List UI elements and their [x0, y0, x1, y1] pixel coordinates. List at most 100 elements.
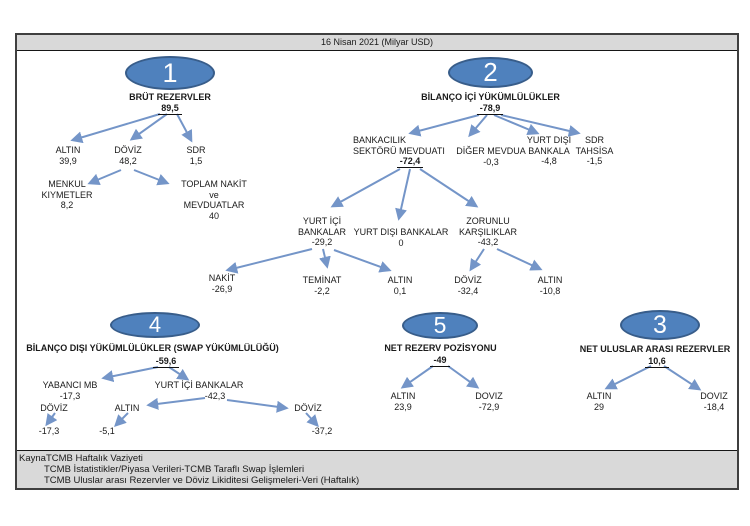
- footer-line-2: TCMB İstatistikler/Piyasa Verileri-TCMB …: [44, 464, 305, 475]
- node-number-2: 2: [448, 57, 533, 88]
- section2-value: -78,9: [455, 103, 525, 115]
- node-label: YURT DIŞI BANKALA: [526, 135, 572, 156]
- node-value: 1,5: [189, 155, 203, 166]
- node-label: SDR: [186, 145, 206, 155]
- node-value: 23,9: [394, 401, 412, 412]
- node-s4-yurt-ici-bankalar-value: -42,3: [204, 391, 226, 401]
- section3-value-text: 10,6: [645, 356, 669, 368]
- node-value: 0: [398, 237, 404, 248]
- node-value: -72,4: [396, 156, 424, 168]
- node-label: NAKİT: [208, 273, 236, 283]
- node-value: 0,1: [393, 285, 407, 296]
- node-number-1: 1: [125, 56, 215, 90]
- node-label: ALTIN: [537, 275, 563, 285]
- report-date-title: 16 Nisan 2021 (Milyar USD): [320, 37, 434, 47]
- node-s2-teminat: TEMİNAT-2,2: [296, 275, 348, 296]
- section5-value-text: -49: [430, 355, 450, 367]
- node-label: TOPLAM NAKİT ve MEVDUATLAR: [181, 179, 247, 210]
- node-value: -0,3: [483, 156, 499, 167]
- node-number-4: 4: [110, 312, 200, 338]
- section3-title: NET ULUSLAR ARASI REZERVLER: [579, 344, 731, 354]
- node-number-5-text: 5: [433, 312, 447, 338]
- node-s4-doviz-sag-value: -37,2: [311, 426, 333, 436]
- node-number-2-text: 2: [483, 57, 498, 87]
- section1-value: 89,5: [135, 103, 205, 115]
- node-label: YURT DIŞI BANKALAR: [353, 227, 449, 237]
- section5-title: NET REZERV POZİSYONU: [384, 343, 497, 353]
- node-label: TEMİNAT: [302, 275, 342, 285]
- node-value: 39,9: [59, 155, 77, 166]
- section1-value-text: 89,5: [158, 103, 182, 115]
- node-label: DOVIZ: [475, 391, 503, 401]
- footer-line-1: KaynaTCMB Haftalık Vaziyeti: [19, 453, 143, 464]
- node-s4-doviz-sol-value: -17,3: [38, 426, 60, 436]
- node-s2-nakit: NAKİT-26,9: [197, 273, 247, 294]
- node-s4-yurt-ici-bankalar-label: YURT İÇİ BANKALAR: [154, 380, 244, 390]
- node-label: YURT İÇİ BANKALAR: [297, 216, 347, 237]
- node-number-3: 3: [620, 310, 700, 340]
- node-s4-doviz-sol-label: DÖVİZ: [40, 403, 68, 413]
- node-value: -10,8: [539, 285, 561, 296]
- node-label: ALTIN: [586, 391, 612, 401]
- node-s5-doviz: DOVIZ-72,9: [464, 391, 514, 412]
- node-label: DÖVİZ: [114, 145, 142, 155]
- node-value: -29,2: [311, 237, 333, 247]
- node-s3-doviz: DOVIZ-18,4: [689, 391, 739, 412]
- footer-line-3: TCMB Uluslar arası Rezervler ve Döviz Li…: [44, 475, 360, 486]
- node-number-4-text: 4: [148, 312, 162, 337]
- section4-value: -59,6: [131, 356, 201, 368]
- node-value: -32,4: [457, 285, 479, 296]
- node-value: -26,9: [211, 283, 233, 294]
- section3-value: 10,6: [622, 356, 692, 368]
- node-s2-zorunlu-karsiliklar: ZORUNLU KARŞILIKLAR-43,2: [452, 216, 524, 248]
- node-s2-diger-mevduat: DİĞER MEVDUA-0,3: [450, 146, 532, 167]
- node-label: ALTIN: [387, 275, 413, 285]
- node-s4-altin-value: -5,1: [99, 426, 115, 436]
- node-value: -72,9: [478, 401, 500, 412]
- node-s4-yabanci-mb: YABANCI MB-17,3: [33, 380, 107, 401]
- node-label: ALTIN: [390, 391, 416, 401]
- section2-title: BİLANÇO İÇİ YÜKÜMLÜLÜKLER: [421, 92, 560, 102]
- node-value: 40: [208, 210, 219, 221]
- node-label: DÖVİZ: [454, 275, 482, 285]
- node-label: ALTIN: [55, 145, 81, 155]
- node-s4-doviz-sag-label: DÖVİZ: [294, 403, 322, 413]
- section2-value-text: -78,9: [476, 103, 504, 115]
- section4-title: BİLANÇO DIŞI YÜKÜMLÜLÜKLER (SWAP YÜKÜMLÜ…: [26, 343, 279, 353]
- node-s2-bankacilik-value: -72,4: [382, 156, 438, 168]
- node-number-3-text: 3: [653, 311, 667, 339]
- node-s2-yurt-disi-bankalar-ust: YURT DIŞI BANKALA-4,8: [520, 135, 578, 167]
- node-value: 29: [593, 401, 604, 412]
- node-value: -18,4: [703, 401, 725, 412]
- node-s4-altin-label: ALTIN: [114, 403, 140, 413]
- node-s2-bankacilik-label: BANKACILIK SEKTÖRÜ MEVDUATI: [353, 135, 445, 156]
- node-number-1-text: 1: [162, 58, 178, 88]
- node-value: -4,8: [541, 156, 557, 166]
- node-value: 48,2: [119, 155, 137, 166]
- node-number-5: 5: [402, 312, 478, 339]
- source-label: Kayna: [19, 453, 46, 464]
- node-s2-yurt-ici-bankalar: YURT İÇİ BANKALAR-29,2: [287, 216, 357, 248]
- node-label: DİĞER MEVDUA: [456, 146, 526, 156]
- node-value: 8,2: [60, 200, 74, 210]
- node-value: -17,3: [59, 390, 81, 401]
- node-label: DOVIZ: [700, 391, 728, 401]
- node-label: MENKUL KIYMETLER: [41, 179, 93, 200]
- title-bar: 16 Nisan 2021 (Milyar USD): [17, 35, 737, 51]
- node-label: ZORUNLU KARŞILIKLAR: [458, 216, 518, 237]
- section4-value-text: -59,6: [152, 356, 180, 368]
- section1-title: BRÜT REZERVLER: [129, 92, 211, 102]
- source-footer: KaynaTCMB Haftalık Vaziyeti TCMB İstatis…: [17, 450, 737, 488]
- node-label: YABANCI MB: [42, 380, 98, 390]
- node-s2-sdr-tahsisat: SDR TAHSİSA-1,5: [567, 135, 622, 167]
- node-s2-altin2: ALTIN-10,8: [524, 275, 576, 296]
